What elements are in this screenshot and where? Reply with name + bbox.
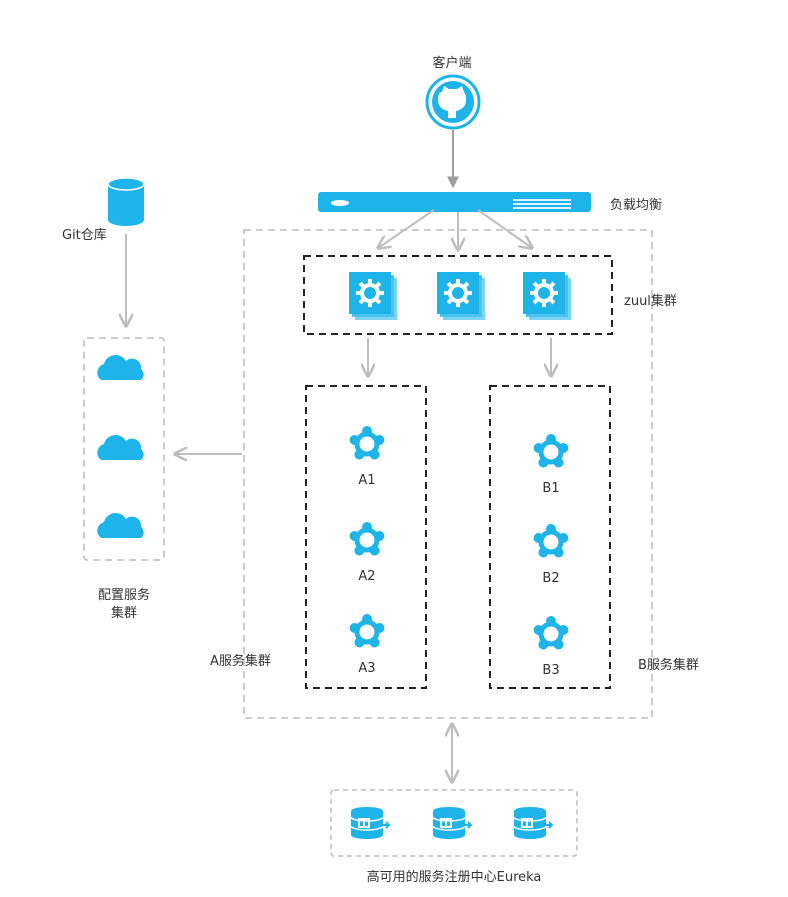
git-repo-label: Git仓库 [62, 228, 107, 243]
service-cluster-boundary [243, 229, 653, 719]
config-server-cloud-icon [97, 355, 144, 380]
eureka-cluster-boundary [330, 789, 578, 857]
service-b2-label: B2 [542, 571, 560, 586]
a-cluster-label: A服务集群 [210, 654, 271, 669]
a-cluster-boundary [305, 385, 427, 689]
service-b1-label: B1 [542, 481, 560, 496]
load-balancer-icon [318, 192, 591, 212]
client-label: 客户端 [432, 56, 472, 71]
zuul-gateway-icon [347, 270, 399, 322]
eureka-registry-icon [350, 806, 390, 840]
service-a1-label: A1 [358, 473, 376, 488]
service-node-icon [350, 522, 385, 556]
config-cluster-boundary [83, 337, 165, 561]
zuul-gateway-icon [521, 270, 573, 322]
service-node-icon [534, 434, 569, 468]
eureka-registry-icon [432, 806, 472, 840]
b-cluster-boundary [489, 385, 611, 689]
service-node-icon [350, 614, 385, 648]
service-a2-label: A2 [358, 569, 376, 584]
zuul-cluster-label: zuul集群 [624, 294, 677, 309]
service-node-icon [350, 426, 385, 460]
config-cluster-label-line2: 集群 [110, 606, 138, 621]
config-server-cloud-icon [97, 513, 144, 538]
service-a3-label: A3 [358, 661, 376, 676]
git-repo-database-icon [107, 177, 145, 226]
client-github-icon [425, 74, 481, 130]
config-cluster-label-line1: 配置服务 [97, 588, 151, 603]
eureka-registry-icon [513, 806, 553, 840]
eureka-label: 高可用的服务注册中心Eureka [366, 870, 542, 885]
zuul-gateway-icon [435, 270, 487, 322]
service-node-icon [534, 524, 569, 558]
zuul-cluster-boundary [303, 255, 613, 335]
service-node-icon [534, 616, 569, 650]
service-b3-label: B3 [542, 663, 560, 678]
b-cluster-label: B服务集群 [638, 658, 699, 673]
config-server-cloud-icon [97, 435, 144, 460]
lb-to-zuul-arrows [378, 209, 532, 250]
load-balancer-label: 负载均衡 [610, 198, 663, 213]
